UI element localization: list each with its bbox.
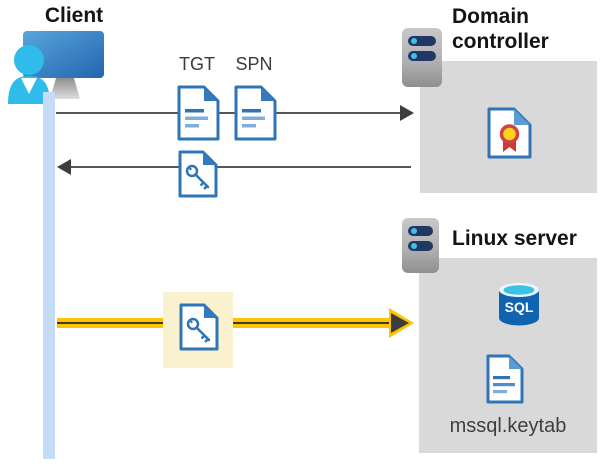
auth-arrowhead-icon — [391, 313, 409, 333]
request-arrow-line — [56, 112, 401, 114]
monitor-icon — [23, 31, 104, 78]
server-led — [411, 243, 417, 249]
client-title: Client — [44, 4, 104, 27]
tgt-document-icon — [177, 85, 220, 141]
request-arrowhead-icon — [400, 105, 414, 121]
server-slot — [408, 51, 436, 61]
server-slot — [408, 226, 433, 236]
key-document-icon — [178, 150, 218, 198]
client-lifeline — [43, 92, 55, 459]
server-slot — [408, 36, 436, 46]
seal-icon — [499, 124, 520, 144]
spn-label: SPN — [235, 54, 273, 74]
person-icon — [8, 45, 50, 104]
keytab-filename: mssql.keytab — [449, 415, 567, 437]
server-led — [411, 38, 417, 44]
key-document-highlighted-icon — [179, 303, 219, 351]
sql-database-icon: SQL — [499, 283, 539, 326]
key-icon — [185, 164, 210, 190]
sql-badge: SQL — [505, 299, 534, 315]
linux-server-title: Linux server — [452, 227, 577, 250]
keytab-document-icon — [486, 354, 524, 404]
domain-controller-title: Domain controller — [452, 5, 549, 53]
domain-controller-server-icon — [402, 28, 442, 87]
client-workstation-icon — [8, 31, 104, 104]
response-arrow-line — [69, 166, 411, 168]
server-led — [411, 228, 417, 234]
certificate-icon — [487, 107, 532, 159]
server-slot — [408, 241, 433, 251]
spn-document-icon — [234, 85, 277, 141]
server-led — [411, 53, 417, 59]
key-icon — [186, 317, 211, 343]
monitor-stand — [50, 78, 80, 99]
response-arrowhead-icon — [57, 159, 71, 175]
linux-server-icon — [402, 218, 439, 273]
tgt-label: TGT — [179, 54, 215, 74]
